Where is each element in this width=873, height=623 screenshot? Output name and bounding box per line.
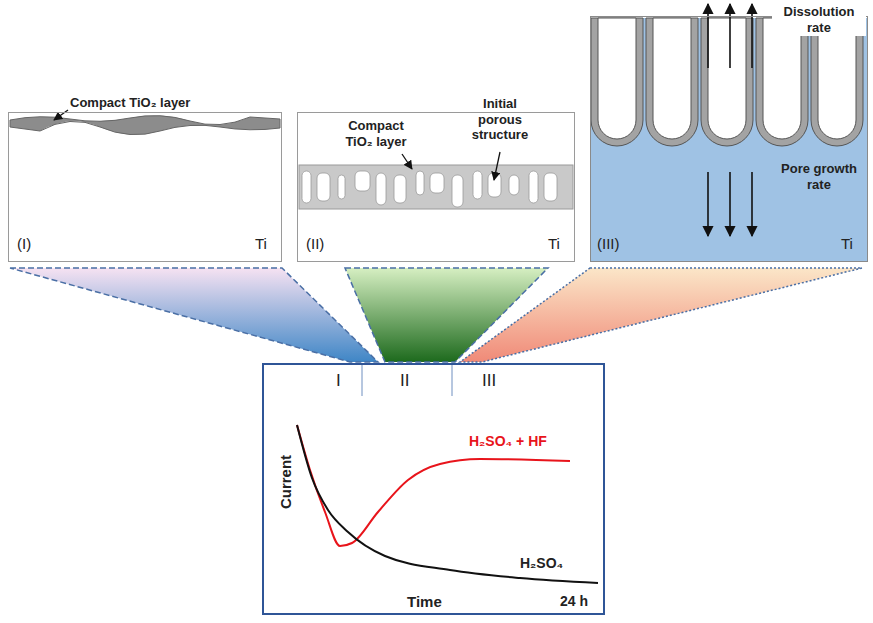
stage-panel: (II) Ti: [297, 112, 575, 262]
metal-label: Ti: [841, 235, 853, 252]
curve-label: H₂SO₄: [520, 555, 563, 571]
pore: [529, 171, 538, 203]
tube-wall: [646, 18, 698, 146]
tube-pore: [653, 18, 691, 139]
stage-panel: (I) Ti: [8, 112, 282, 262]
stage-divider: [452, 364, 453, 396]
tube-wall: [756, 18, 808, 146]
metal-label: Ti: [255, 235, 267, 252]
callout-label: Compact TiO₂ layer: [70, 95, 220, 111]
pore: [317, 173, 330, 201]
callout-label: Initial porous structure: [462, 96, 538, 143]
porous-oxide-layer: [299, 165, 573, 209]
tube-wall: [591, 18, 643, 146]
stage-number: III: [482, 371, 496, 391]
axis-label: Time: [407, 593, 442, 610]
tube-wall: [811, 18, 863, 146]
pore: [430, 173, 444, 193]
pore: [302, 171, 311, 203]
pore: [376, 173, 386, 205]
titanium-substrate: [591, 18, 867, 261]
pore: [416, 171, 424, 195]
stage-divider: [362, 364, 363, 396]
pore: [509, 175, 519, 195]
panel-number: (I): [17, 235, 31, 252]
pore: [394, 175, 406, 203]
axis-label: 24 h: [560, 593, 588, 609]
pore: [338, 175, 345, 199]
tube-pore: [598, 18, 636, 139]
stage-funnel: [460, 268, 862, 362]
axis-label: Current: [277, 455, 294, 509]
pore: [473, 171, 482, 199]
pore: [355, 171, 370, 191]
metal-label: Ti: [548, 235, 560, 252]
hf-curve: [297, 425, 570, 546]
leader-line: [402, 154, 412, 169]
callout-label: Dissolution rate: [772, 3, 866, 36]
callout-label: Pore growth rate: [776, 160, 862, 193]
stage-number: I: [336, 371, 341, 391]
pore: [544, 173, 557, 201]
sulfuric-curve: [297, 425, 598, 583]
stage-funnel: [10, 268, 378, 362]
initial-pores: [302, 171, 557, 207]
stage-number: II: [400, 371, 409, 391]
panel-number: (II): [306, 235, 324, 252]
pore: [452, 175, 463, 207]
compact-oxide-layer: [10, 116, 280, 135]
growth-arrows: [708, 172, 752, 236]
leader-line: [494, 152, 500, 180]
nanotubes: [591, 18, 863, 146]
callout-label: Compact TiO₂ layer: [336, 118, 416, 149]
curve-label: H₂SO₄ + HF: [469, 433, 547, 449]
stage-panel: (III) Ti: [590, 16, 868, 262]
current-curves: [297, 425, 598, 583]
tube-pore: [708, 18, 746, 139]
dissolution-arrows: [708, 4, 752, 68]
panel-number: (III): [597, 235, 620, 252]
current-chart: IIIIIIH₂SO₄ + HFH₂SO₄CurrentTime24 h: [262, 363, 605, 615]
